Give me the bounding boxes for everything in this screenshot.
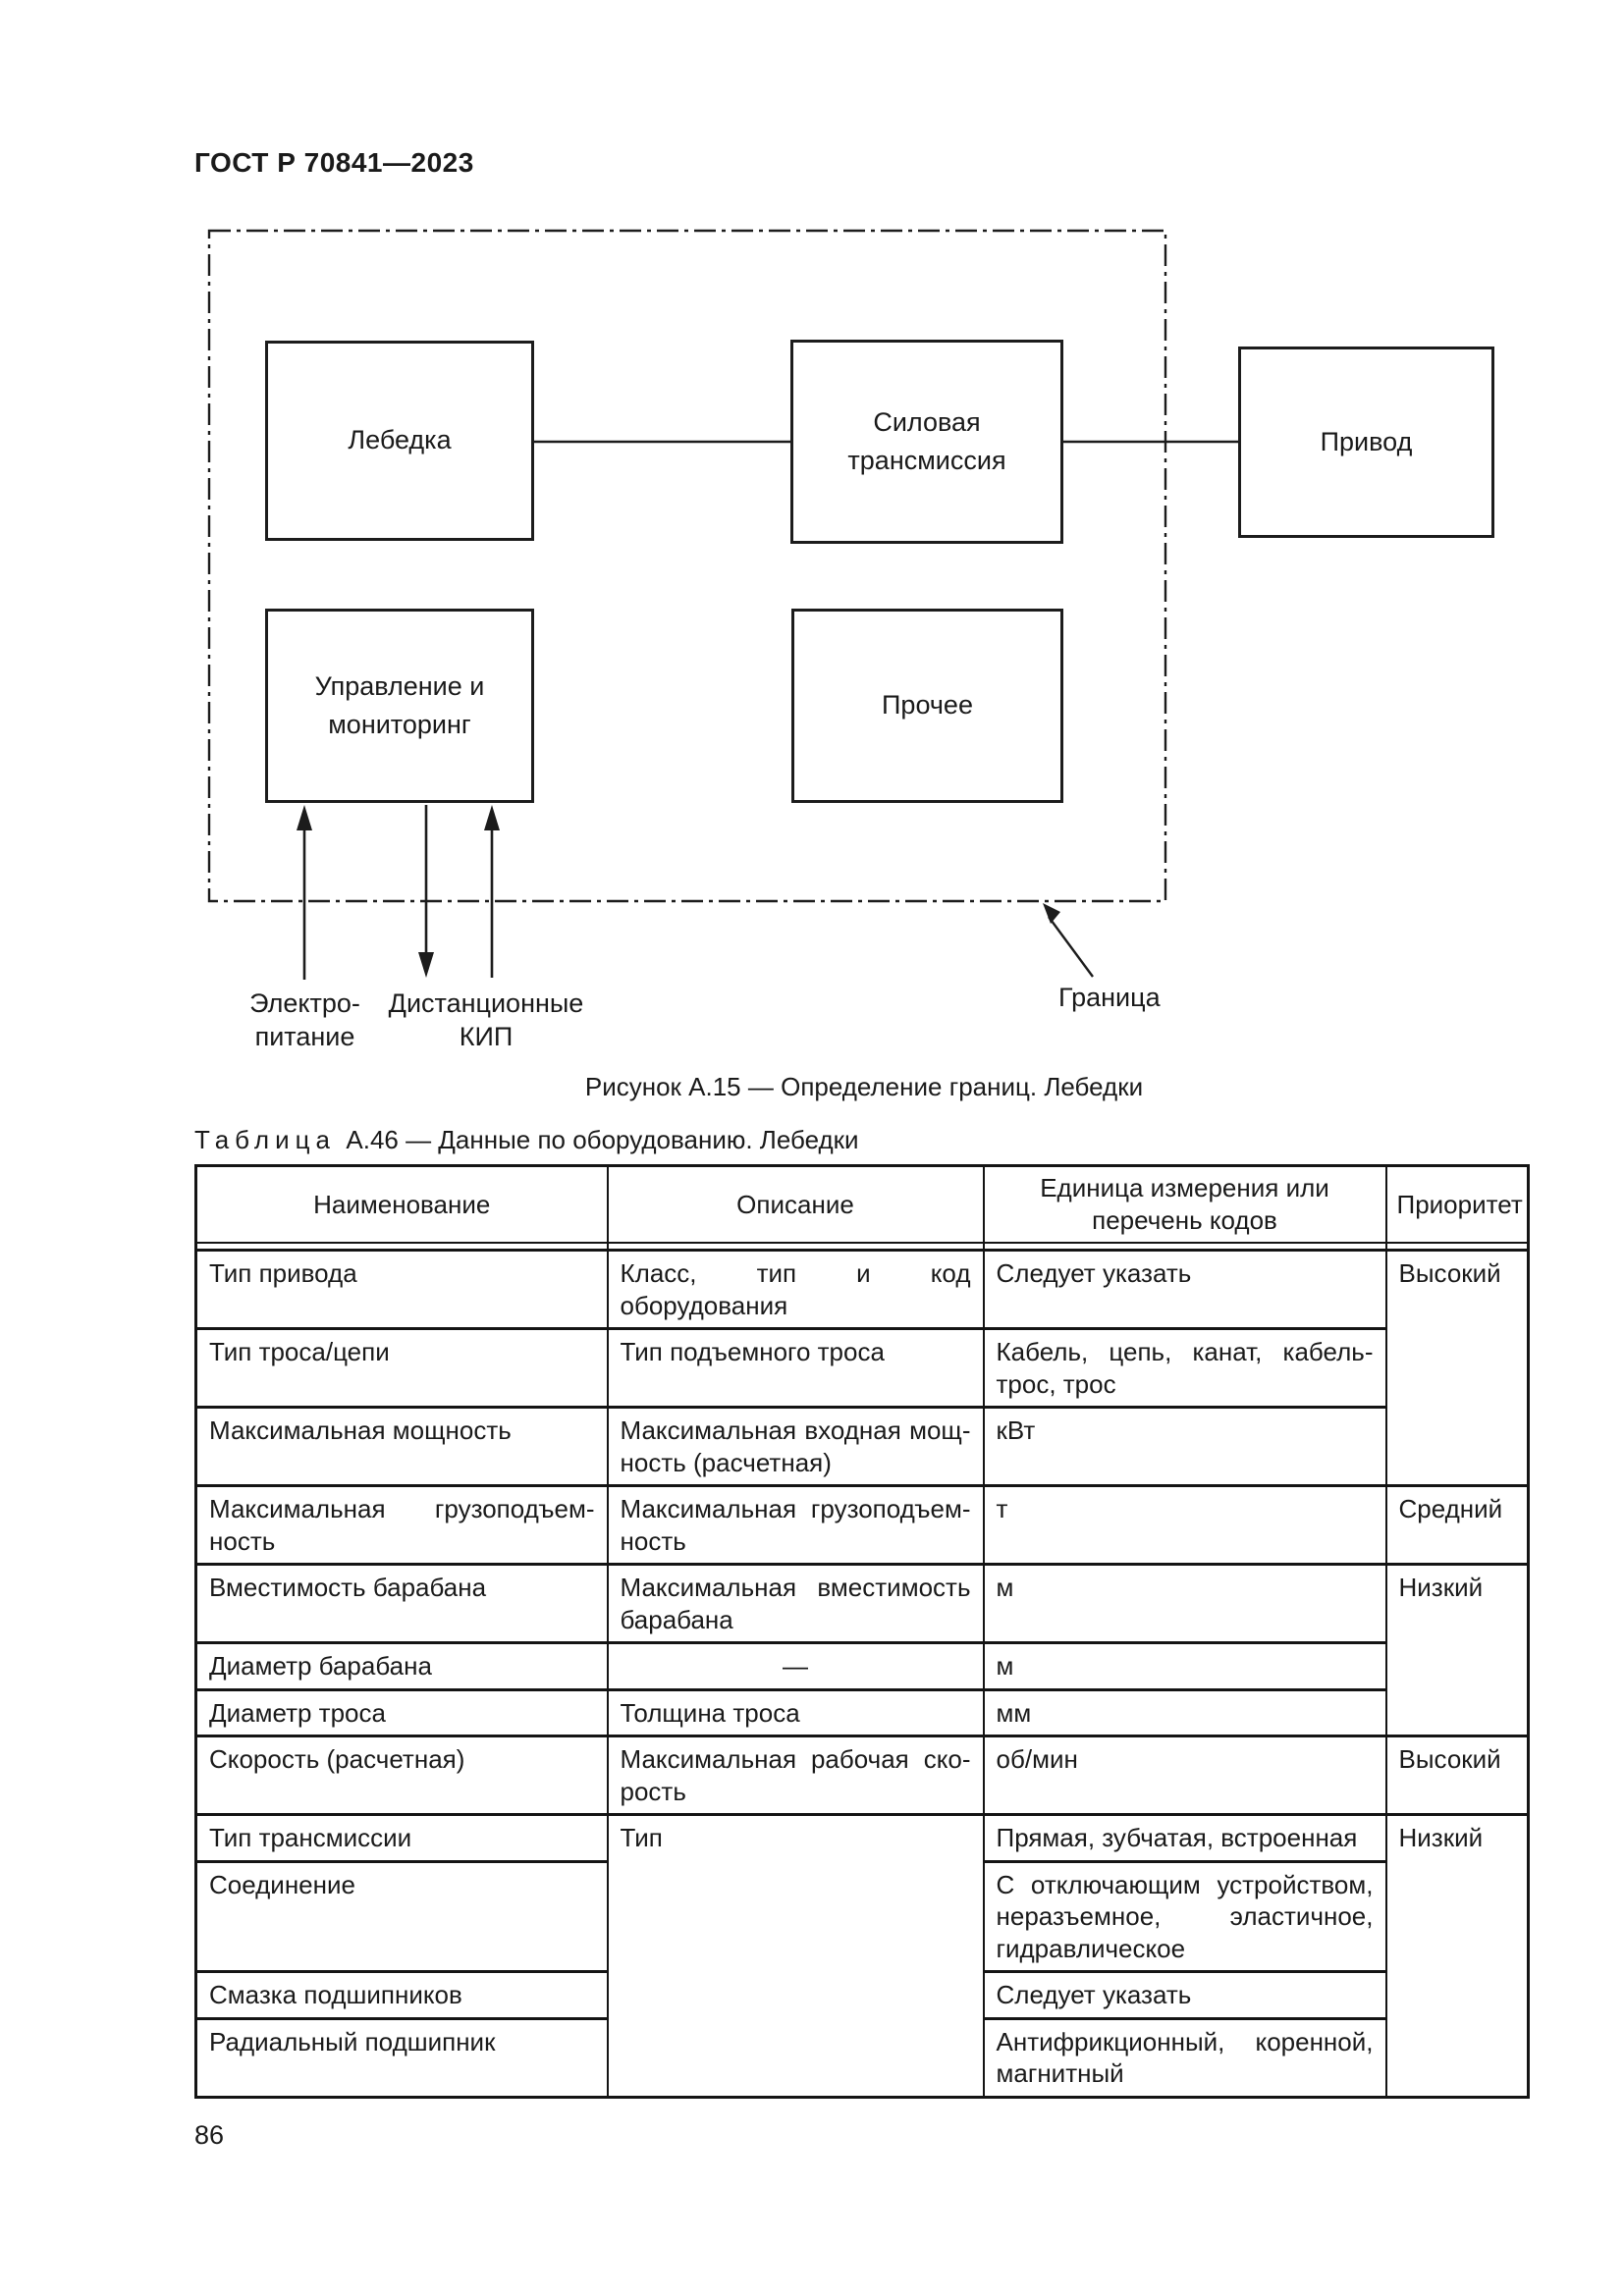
power-supply-label: Электро- питание — [224, 988, 386, 1054]
box-control-monitoring: Управление и мониторинг — [265, 609, 534, 803]
table-row: Скорость (расчетная) Максимальная рабоча… — [194, 1735, 1530, 1816]
table-row: Тип троса/цепи Тип подъемного троса Кабе… — [194, 1327, 1529, 1409]
arrow-down-icon — [418, 952, 434, 978]
table-row: Смазка подшипников Следует указать — [194, 1970, 1529, 2020]
boundary-label: Граница — [1058, 983, 1161, 1012]
box-other: Прочее — [791, 609, 1063, 803]
table-row: Тип трансмиссии Тип Прямая, зубчатая, вс… — [194, 1813, 1530, 2099]
cell-unit: мм — [982, 1687, 1387, 1737]
table-row: Соединение С отключающим устройством, не… — [194, 1859, 1529, 1973]
boundary-dashed-rect — [207, 229, 1167, 903]
box-drive: Привод — [1238, 347, 1494, 538]
box-power-transmission-label: Силовая трансмиссия — [847, 406, 1006, 475]
table-row: Диаметр барабана — м — [194, 1641, 1529, 1691]
cell-unit: Следует указать — [982, 1970, 1387, 2020]
cell-description: Тип — [606, 1813, 985, 2099]
cell-description: Тип подъемного троса — [606, 1327, 985, 1409]
boundary-callout-line — [1048, 916, 1094, 978]
cell-name: Вместимость барабана — [194, 1563, 609, 1644]
table-row: Максимальная грузоподъем­ность Максималь… — [194, 1484, 1530, 1566]
table-row: Тип привода Класс, тип и код оборудовани… — [194, 1249, 1530, 1487]
cell-unit: м — [982, 1563, 1387, 1644]
cell-name: Смазка подшипников — [194, 1970, 609, 2020]
cell-name: Максимальная грузоподъем­ность — [194, 1484, 609, 1566]
cell-name: Диаметр троса — [194, 1687, 609, 1737]
box-power-transmission: Силовая трансмиссия — [790, 340, 1063, 544]
arrow-up-icon — [297, 805, 312, 830]
col-header-description: Описание — [606, 1164, 985, 1244]
cell-unit: Прямая, зубчатая, встроенная — [982, 1813, 1387, 1863]
table-title: Таблица А.46 — Данные по оборудованию. Л… — [194, 1125, 859, 1155]
table-title-word: Таблица — [194, 1125, 336, 1154]
col-header-priority: Приоритет — [1384, 1164, 1530, 1244]
cell-description: — — [606, 1641, 985, 1691]
table-row: Максимальная мощность Максимальная входн… — [194, 1406, 1529, 1487]
figure-linework — [207, 229, 1238, 980]
cell-unit: Кабель, цепь, канат, кабель-трос, трос — [982, 1327, 1387, 1409]
cell-unit: кВт — [982, 1406, 1387, 1487]
cell-name: Тип привода — [194, 1249, 609, 1330]
col-header-unit: Единица измерения или перечень кодов — [982, 1164, 1387, 1244]
cell-priority: Высокий — [1384, 1735, 1530, 1816]
cell-unit: м — [982, 1641, 1387, 1691]
cell-name: Диаметр барабана — [194, 1641, 609, 1691]
box-drive-label: Привод — [1320, 426, 1413, 456]
table-row: Радиальный подшипник Антифрикционный, ко… — [194, 2016, 1529, 2099]
cell-unit: Антифрикционный, коренной, магнитный — [982, 2016, 1387, 2099]
col-header-name: Наименование — [194, 1164, 609, 1244]
cell-description: Максимальная входная мощ­ность (расчетна… — [606, 1406, 985, 1487]
spacer-cell — [1384, 1242, 1530, 1252]
cell-priority: Высокий — [1384, 1249, 1530, 1487]
box-other-label: Прочее — [882, 690, 973, 721]
cell-description: Максимальная грузоподъем­ность — [606, 1484, 985, 1566]
cell-name: Максимальная мощность — [194, 1406, 609, 1487]
standard-number-header: ГОСТ Р 70841—2023 — [194, 147, 474, 178]
remote-kip-label-line2: КИП — [459, 1021, 514, 1051]
power-supply-label-line2: питание — [254, 1021, 355, 1051]
remote-kip-label: Дистанционные КИП — [378, 988, 594, 1054]
page-number: 86 — [194, 2120, 225, 2150]
cell-priority: Средний — [1384, 1484, 1530, 1566]
cell-name: Соединение — [194, 1859, 609, 1973]
cell-description: Класс, тип и код оборудования — [606, 1249, 985, 1330]
cell-description: Максимальная рабочая ско­рость — [606, 1735, 985, 1816]
cell-unit: Следует указать — [982, 1249, 1387, 1330]
cell-priority: Низкий — [1384, 1563, 1530, 1737]
table-row: Диаметр троса Толщина троса мм — [194, 1687, 1529, 1737]
table-title-rest: А.46 — Данные по оборудованию. Лебедки — [346, 1125, 859, 1154]
arrow-up-icon — [484, 805, 500, 830]
remote-kip-label-line1: Дистанционные — [388, 988, 584, 1018]
cell-unit: С отключающим устройством, неразъемное, … — [982, 1859, 1387, 1973]
cell-unit: т — [982, 1484, 1387, 1566]
spacer-cell — [606, 1242, 985, 1252]
cell-name: Тип троса/цепи — [194, 1327, 609, 1409]
header-double-rule-gap — [194, 1242, 1530, 1252]
arrow-up-left-icon — [1043, 903, 1060, 924]
table-header-row: Наименование Описание Единица измерения … — [194, 1164, 1530, 1244]
spacer-cell — [194, 1242, 609, 1252]
cell-unit: об/мин — [982, 1735, 1387, 1816]
cell-priority: Низкий — [1384, 1813, 1530, 2099]
box-winch-label: Лебедка — [348, 425, 452, 455]
power-supply-label-line1: Электро- — [249, 988, 360, 1018]
cell-name: Радиальный подшипник — [194, 2016, 609, 2099]
box-control-monitoring-label: Управление и мониторинг — [314, 670, 485, 739]
cell-name: Скорость (расчетная) — [194, 1735, 609, 1816]
cell-description: Толщина троса — [606, 1687, 985, 1737]
figure-caption: Рисунок А.15 — Определение границ. Лебед… — [584, 1072, 1144, 1101]
spacer-cell — [982, 1242, 1387, 1252]
box-winch: Лебедка — [265, 341, 534, 541]
equipment-data-table: Наименование Описание Единица измерения … — [194, 1164, 1530, 2099]
cell-name: Тип трансмиссии — [194, 1813, 609, 1863]
table-row: Вместимость барабана Максимальная вмести… — [194, 1563, 1530, 1737]
cell-description: Максимальная вместимость барабана — [606, 1563, 985, 1644]
